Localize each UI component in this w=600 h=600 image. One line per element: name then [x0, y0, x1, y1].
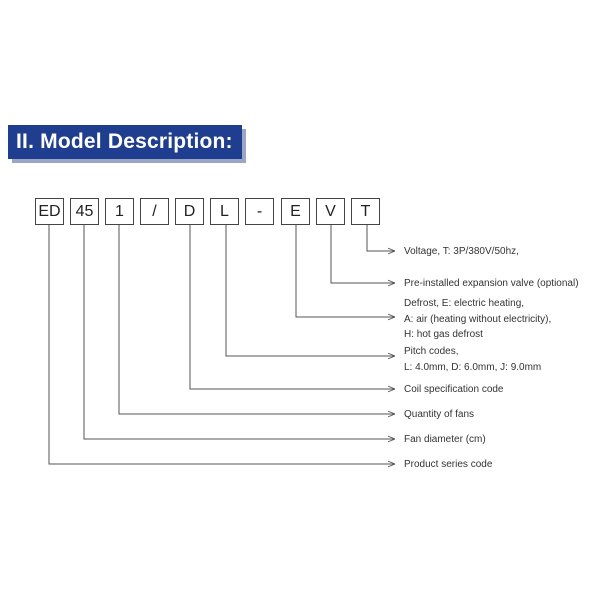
code-box-valve: V — [316, 198, 345, 225]
label-defrost-line-1: Defrost, E: electric heating, — [404, 298, 525, 309]
section-title: II. Model Description: — [16, 130, 233, 153]
connector-voltage — [366, 225, 395, 251]
code-box-defrost: E — [281, 198, 310, 225]
code-box-dash: - — [245, 198, 274, 225]
code-box-pitch: L — [210, 198, 239, 225]
code-box-separator: / — [140, 198, 169, 225]
connector-expansion-valve — [330, 225, 395, 283]
label-fan-diameter: Fan diameter (cm) — [404, 434, 486, 445]
code-box-fan-diameter: 45 — [70, 198, 99, 225]
connector-series — [48, 225, 395, 464]
connector-coil — [189, 225, 395, 389]
label-expansion-valve: Pre-installed expansion valve (optional) — [404, 278, 579, 289]
section-title-bar: II. Model Description: — [8, 125, 242, 159]
label-series: Product series code — [404, 459, 493, 470]
code-box-fan-quantity: 1 — [105, 198, 134, 225]
connector-fan-diameter — [83, 225, 395, 439]
code-box-coil: D — [175, 198, 204, 225]
label-pitch-line-2: L: 4.0mm, D: 6.0mm, J: 9.0mm — [404, 362, 542, 373]
connector-pitch — [225, 225, 395, 356]
label-fans: Quantity of fans — [404, 409, 475, 420]
code-box-series: ED — [35, 198, 64, 225]
label-defrost-line-2: A: air (heating without electricity), — [404, 314, 552, 325]
label-coil: Coil specification code — [404, 384, 504, 395]
label-voltage: Voltage, T: 3P/380V/50hz, — [404, 246, 519, 257]
label-pitch-line-1: Pitch codes, — [404, 346, 459, 357]
connector-defrost — [295, 225, 395, 317]
connector-fans — [118, 225, 395, 414]
label-defrost-line-3: H: hot gas defrost — [404, 329, 483, 340]
code-box-voltage: T — [351, 198, 380, 225]
